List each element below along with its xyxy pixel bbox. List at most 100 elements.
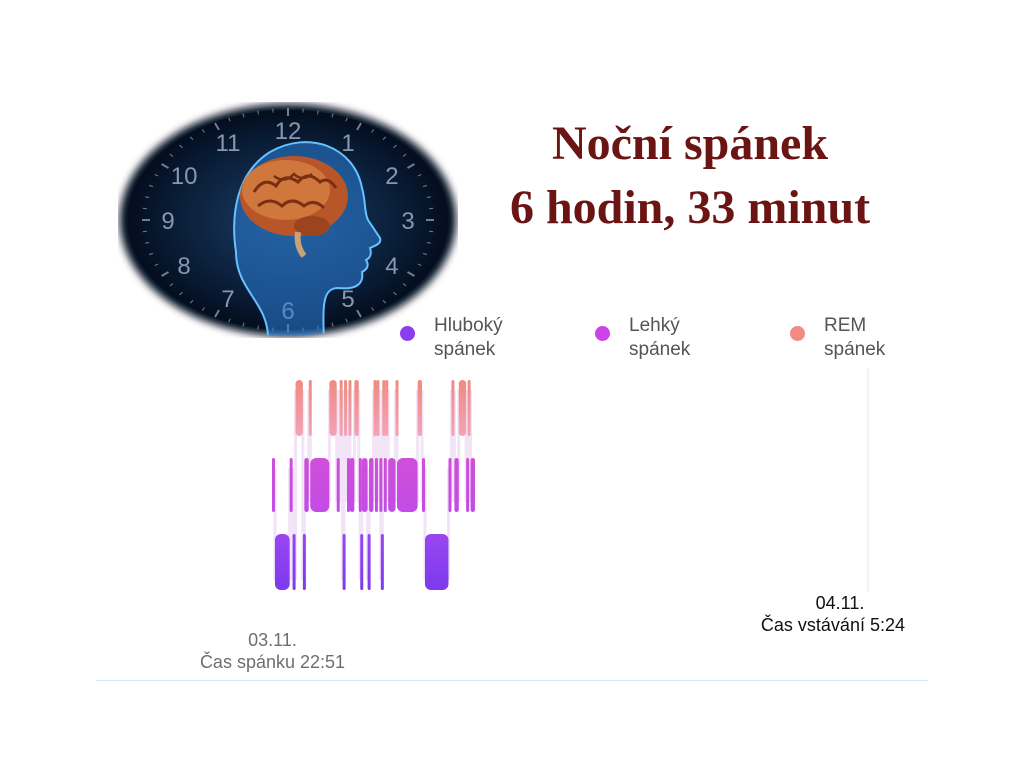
stage-transition	[367, 468, 371, 580]
clock-tick	[426, 241, 431, 244]
clock-tick	[371, 129, 375, 133]
stage-transition	[374, 390, 378, 502]
stage-transition	[335, 390, 339, 502]
sleep-start-time: Čas spánku 22:51	[199, 652, 346, 672]
title-line-1: Noční spánek	[551, 117, 829, 170]
segment-light	[347, 458, 351, 512]
clock-tick	[426, 196, 431, 199]
legend-label-line-2: spánek	[434, 339, 496, 360]
legend-label-line-1: Hluboký	[434, 315, 503, 336]
segment-rem	[308, 380, 312, 436]
segment-deep	[424, 534, 449, 590]
segment-rem	[373, 380, 377, 436]
segment-light	[304, 458, 309, 512]
clock-tick	[242, 322, 245, 327]
clock-tick	[148, 252, 154, 256]
clock-tick	[228, 117, 231, 122]
legend-label-line-1: REM	[824, 315, 867, 336]
clock-tick	[145, 196, 150, 199]
segment-light	[397, 458, 418, 512]
clock-number: 7	[221, 286, 234, 313]
stage-transition	[342, 390, 346, 580]
clock-tick	[189, 136, 194, 141]
stage-transition	[449, 390, 453, 502]
clock-tick	[407, 271, 415, 277]
sleep-start-date: 03.11.	[248, 630, 297, 650]
clock-tick	[393, 291, 397, 296]
segment-light	[422, 458, 426, 512]
stage-transition	[294, 390, 298, 580]
segment-light	[310, 458, 330, 512]
stage-transition	[377, 390, 381, 502]
stage-transition	[338, 390, 342, 502]
segment-rem	[458, 380, 467, 436]
legend-dot-rem	[790, 326, 805, 341]
clock-tick	[257, 325, 259, 330]
clock-tick	[402, 153, 407, 157]
segment-deep	[342, 534, 346, 590]
legend-label-line-1: Lehký	[629, 315, 680, 336]
clock-number: 5	[341, 286, 354, 313]
segment-rem	[339, 380, 343, 436]
clock-ticks	[142, 108, 434, 332]
stage-transition	[308, 390, 312, 502]
stage-transition	[446, 468, 450, 580]
clock-tick	[169, 153, 174, 157]
stage-transition	[291, 468, 295, 580]
chart-baseline	[96, 680, 928, 681]
clock-tick	[356, 309, 362, 318]
segment-light	[388, 458, 396, 512]
stage-transition	[352, 390, 356, 502]
segment-rem	[467, 380, 471, 436]
clock-number: 10	[171, 163, 198, 190]
sleep-brain-clock-illustration: 121234567891011	[120, 104, 456, 336]
segment-rem	[451, 380, 455, 436]
stage-transition	[395, 390, 399, 502]
sleep-start-label: 03.11. Čas spánku 22:51	[190, 629, 355, 673]
legend-dot-light	[595, 326, 610, 341]
wake-up-label: 04.11. Čas vstávání 5:24	[735, 592, 905, 636]
clock-tick	[393, 144, 397, 149]
segment-light	[470, 458, 475, 512]
stage-transition	[457, 390, 461, 502]
clock-tick	[356, 122, 362, 131]
stage-transition	[273, 468, 277, 580]
clock-tick	[145, 241, 150, 244]
segment-light	[466, 458, 470, 512]
clock-tick	[417, 263, 422, 267]
clock-tick	[345, 318, 348, 323]
clock-tick	[179, 144, 183, 149]
clock-number: 1	[341, 130, 354, 157]
clock-tick	[422, 184, 428, 188]
stage-transition	[348, 390, 352, 502]
segment-rem	[385, 380, 389, 436]
clock-number: 3	[401, 208, 414, 235]
clock-tick	[317, 110, 319, 115]
stage-transition	[288, 468, 292, 580]
clock-number: 9	[161, 208, 174, 235]
clock-tick	[345, 117, 348, 122]
stage-transition	[452, 390, 456, 502]
brain-icon	[240, 156, 348, 258]
legend-label: Lehký spánek	[629, 314, 690, 362]
segment-deep	[380, 534, 384, 590]
clock-tick	[382, 136, 387, 141]
segment-light	[289, 458, 293, 512]
clock-tick	[214, 309, 220, 318]
segment-rem	[344, 380, 348, 436]
clock-number: 11	[216, 130, 241, 157]
clock-tick	[201, 307, 205, 311]
clock-tick	[161, 271, 169, 277]
stage-transition	[357, 390, 361, 502]
segment-light	[336, 458, 340, 512]
stage-segments	[272, 380, 475, 590]
clock-face-icon: 121234567891011	[161, 118, 414, 325]
segment-light	[379, 458, 383, 512]
clock-tick	[331, 322, 334, 327]
clock-tick	[154, 173, 159, 177]
clock-number: 2	[385, 163, 398, 190]
stage-transition	[360, 468, 364, 580]
segment-rem	[295, 380, 303, 436]
stage-transitions	[273, 390, 473, 580]
clock-tick	[179, 291, 183, 296]
